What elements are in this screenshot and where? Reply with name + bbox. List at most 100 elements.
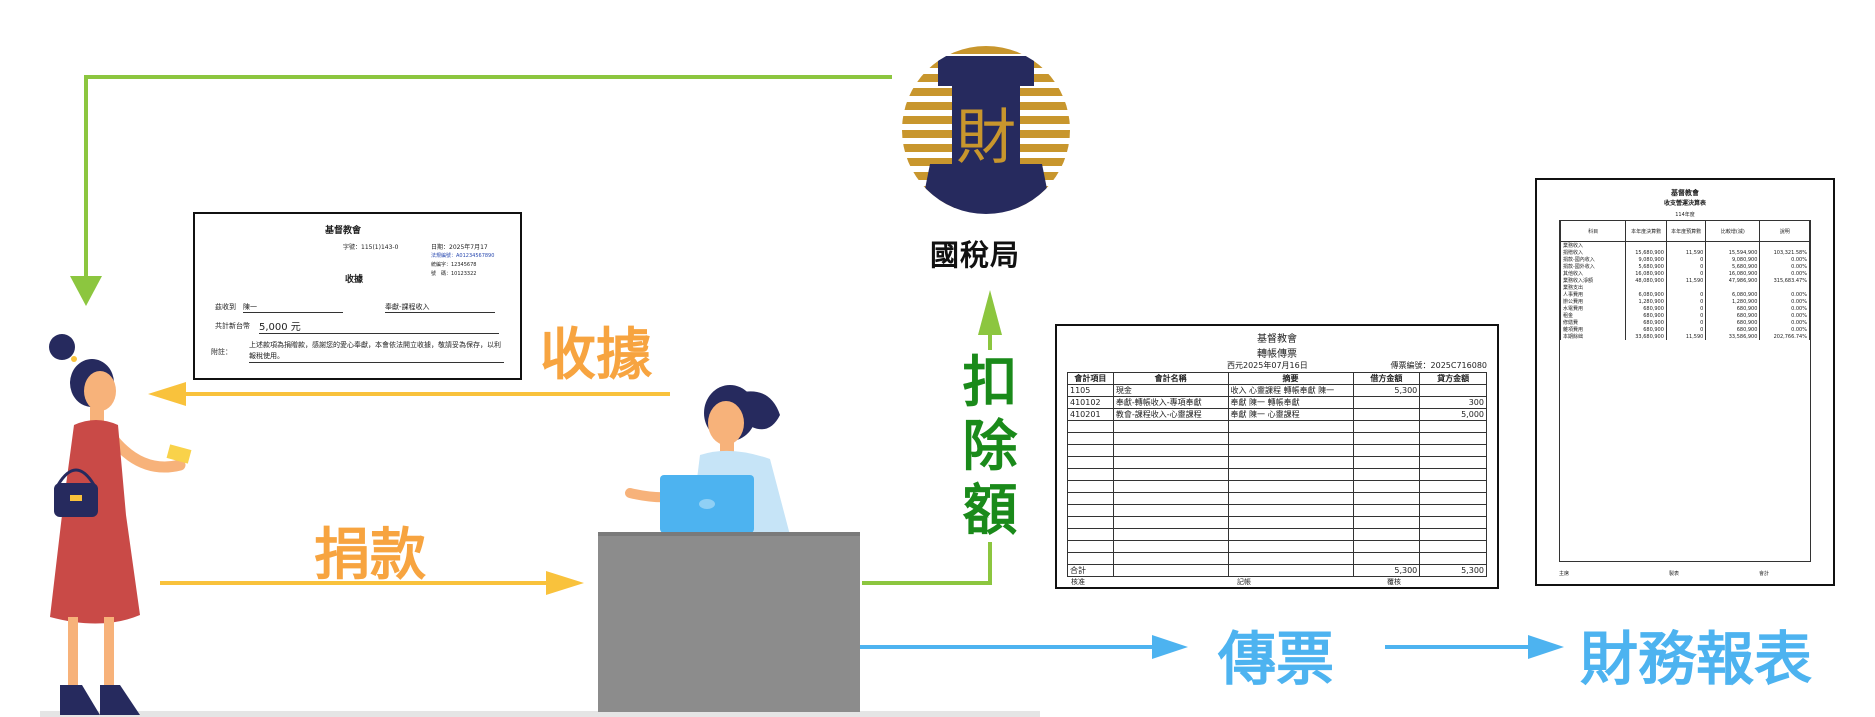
table-row (1067, 504, 1487, 517)
table-row (1067, 456, 1487, 469)
clerk-figure (625, 385, 790, 535)
report-header: 本年度預算數 (1665, 221, 1707, 242)
receipt-org: 基督教會 (325, 226, 362, 236)
table-cell: 業務收入 (1559, 241, 1627, 249)
voucher-header: 摘要 (1227, 372, 1354, 385)
table-cell: 0 (1665, 319, 1707, 326)
table-cell: 680,900 (1705, 305, 1761, 312)
voucher-table: 會計項目 會計名稱 摘要 借方金額 貸方金額 1105 現金 收入 心靈課程 轉… (1067, 372, 1487, 577)
table-cell: 業務支出 (1559, 284, 1627, 291)
table-row (1067, 492, 1487, 505)
table-cell: 48,080,900 (1625, 277, 1667, 284)
table-row (1067, 432, 1487, 445)
table-cell: 5,000 (1419, 408, 1487, 421)
table-row: 1105 現金 收入 心靈課程 轉帳奉獻 陳一 5,300 (1067, 384, 1487, 397)
table-cell: 0 (1665, 256, 1707, 263)
table-cell: 其他收入 (1559, 270, 1627, 277)
voucher-total-row: 合計 5,300 5,300 (1067, 564, 1487, 577)
table-row: 410102 奉獻-轉帳收入-專項奉獻 奉獻 陳一 轉帳奉獻 300 (1067, 396, 1487, 409)
table-cell: 0.00% (1759, 312, 1810, 319)
report-org: 基督教會 (1671, 189, 1699, 197)
table-cell: 9,080,900 (1625, 256, 1667, 263)
table-cell: 0 (1665, 263, 1707, 270)
voucher-header: 會計項目 (1067, 372, 1114, 385)
table-cell: 11,590 (1665, 333, 1707, 340)
table-cell: 1,280,900 (1705, 298, 1761, 305)
receipt-meta-1: 法規編號：A01234567890 (431, 253, 495, 259)
voucher-total-debit: 5,300 (1352, 564, 1421, 577)
table-cell: 收入 心靈課程 轉帳奉獻 陳一 (1227, 384, 1354, 397)
voucher-header: 借方金額 (1352, 372, 1421, 385)
desk (598, 532, 860, 712)
table-cell: 9,080,900 (1705, 256, 1761, 263)
table-cell: 680,900 (1705, 326, 1761, 333)
table-cell: 0.00% (1759, 291, 1810, 298)
table-cell: 雜項費用 (1559, 326, 1627, 333)
report-header: 科目 (1559, 221, 1627, 242)
donation-arrowhead (546, 571, 584, 595)
table-cell: 6,080,900 (1625, 291, 1667, 298)
table-cell: 680,900 (1705, 319, 1761, 326)
table-cell: 6,080,900 (1705, 291, 1761, 298)
logo-glyph: 財 (956, 103, 1016, 173)
table-cell: 103,321.58% (1759, 249, 1810, 256)
desk-to-voucher-arrowhead (1152, 635, 1188, 659)
tax-to-donor-arrowhead (70, 276, 102, 306)
table-cell: 300 (1419, 396, 1487, 409)
report-title: 收支營運決算表 (1663, 200, 1706, 207)
receipt-document: 基督教會 字號：115(1)143-0 日期：2025年7月17 法規編號：A0… (193, 212, 522, 380)
table-row (1067, 528, 1487, 541)
table-row (1067, 420, 1487, 433)
voucher-number: 傳票編號：2025C716080 (1390, 361, 1487, 370)
voucher-date: 西元2025年07月16日 (1227, 361, 1308, 370)
receipt-payer-label: 茲收到 (215, 303, 236, 311)
voucher-footer-approve: 核准 (1071, 578, 1085, 586)
receipt-meta-3: 號 碼：10123322 (431, 271, 477, 277)
receipt-payer: 陳一 (243, 302, 343, 313)
table-row (1067, 444, 1487, 457)
receipt-note: 上述款項為捐贈款，感謝您的愛心奉獻，本會依法開立收據，敬請妥為保存，以利報稅使用… (249, 340, 504, 363)
table-cell: 0.00% (1759, 263, 1810, 270)
receipt-date: 日期：2025年7月17 (431, 244, 488, 251)
receipt-meta-2: 統編字：12345678 (431, 262, 477, 268)
table-cell: 33,586,900 (1705, 333, 1761, 340)
table-cell: 11,590 (1665, 277, 1707, 284)
receipt-arrowhead (148, 382, 186, 406)
table-cell: 0.00% (1759, 305, 1810, 312)
receipt-number: 字號：115(1)143-0 (343, 244, 399, 251)
table-cell (1352, 408, 1421, 421)
table-cell: 水電費用 (1559, 305, 1627, 312)
report-footer-acct: 會計 (1759, 571, 1770, 577)
table-row (1067, 468, 1487, 481)
table-cell: 0.00% (1759, 270, 1810, 277)
voucher-to-report-arrowhead (1528, 635, 1564, 659)
report-header: 說明 (1759, 221, 1810, 242)
table-row (1067, 552, 1487, 565)
receipt-label: 收據 (540, 323, 652, 388)
table-cell: 680,900 (1625, 305, 1667, 312)
table-cell: 本期餘絀 (1559, 333, 1627, 340)
tax-bureau-logo: 財 (902, 46, 1070, 214)
voucher-total-label: 合計 (1067, 564, 1114, 577)
report-header: 本年度決算數 (1625, 221, 1667, 242)
table-cell (1352, 396, 1421, 409)
table-cell: 315,683.47% (1759, 277, 1810, 284)
table-cell: 業務收入淨額 (1559, 277, 1627, 284)
table-cell: 修繕費 (1559, 319, 1627, 326)
table-cell: 現金 (1112, 384, 1229, 397)
voucher-footer-review: 覆核 (1387, 578, 1401, 586)
table-cell: 202,766.74% (1759, 333, 1810, 340)
table-cell: 680,900 (1705, 312, 1761, 319)
deduction-label: 扣除額 (958, 350, 1022, 542)
table-cell: 捐款-國內收入 (1559, 256, 1627, 263)
receipt-amount-label: 共計新台幣 (215, 322, 250, 330)
table-cell: 47,986,900 (1705, 277, 1761, 284)
table-row (1067, 540, 1487, 553)
